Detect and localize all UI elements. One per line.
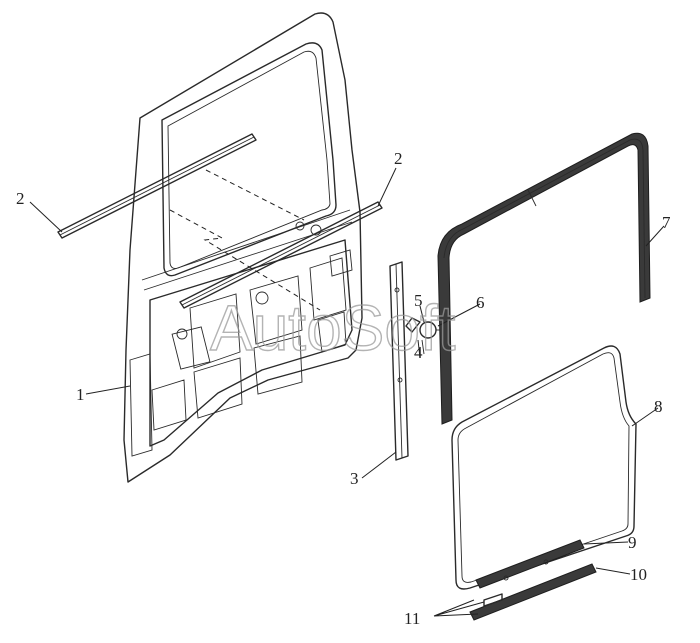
outer-belt-strip: [57, 133, 257, 239]
callout-3: 3: [350, 469, 359, 488]
callout-7: 7: [662, 213, 671, 232]
callout-2-left: 2: [16, 189, 25, 208]
channel-rubber-strip: [469, 563, 597, 621]
door-frame: [123, 12, 363, 483]
callout-11: 11: [404, 609, 420, 628]
callout-10: 10: [630, 565, 647, 584]
callout-2-right: 2: [394, 149, 403, 168]
callout-labels: 1 2 2 3 4 5 6 7 8 9 10 11: [16, 149, 671, 628]
inner-belt-strip: [179, 201, 383, 309]
fastener-pads: [483, 593, 503, 607]
door-glass: [451, 345, 637, 590]
callout-5: 5: [414, 291, 423, 310]
glass-run-channel: [389, 261, 409, 461]
callout-6: 6: [476, 293, 485, 312]
assembly-line-glass: [205, 169, 305, 221]
leader-lines: [29, 167, 665, 617]
callout-9: 9: [628, 533, 637, 552]
callout-1: 1: [76, 385, 85, 404]
callout-4: 4: [414, 343, 423, 362]
glass-lift-channel: [475, 539, 585, 589]
assembly-line-channel: [169, 209, 321, 311]
watermark-text: AutoSoft: [210, 292, 456, 364]
window-seal: [437, 132, 651, 425]
bolt-assembly: [405, 317, 446, 355]
callout-8: 8: [654, 397, 663, 416]
